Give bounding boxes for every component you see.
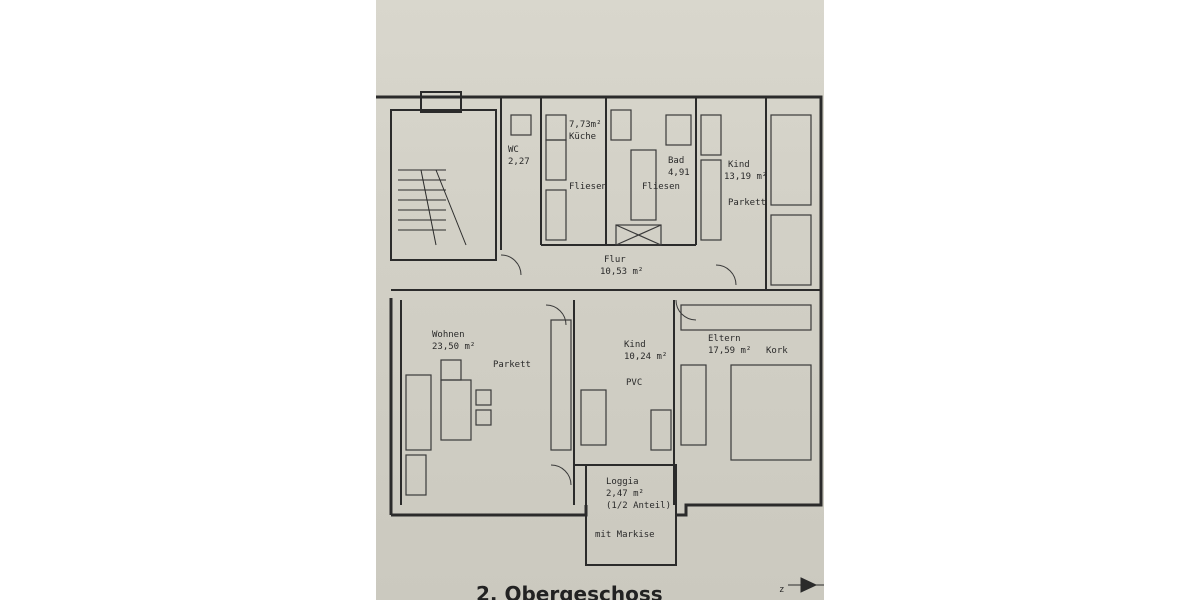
furniture	[405, 109, 812, 496]
room-kind-mid-floor: PVC	[626, 378, 643, 388]
room-eltern-area: 17,59 m²	[708, 346, 752, 356]
room-flur-area: 10,53 m²	[600, 267, 644, 277]
room-kind-mid-area: 10,24 m²	[624, 352, 668, 362]
room-kueche-area: 7,73m²	[569, 120, 602, 130]
room-eltern-floor: Kork	[766, 346, 788, 356]
room-kueche-floor: Fliesen	[569, 182, 607, 192]
outer-wall-bottom	[391, 505, 588, 517]
room-bad-floor: Fliesen	[642, 182, 680, 192]
room-wohnen-area: 23,50 m²	[432, 342, 476, 352]
room-kueche-name: Küche	[569, 132, 597, 142]
floor-plan-sheet: WC 2,27 7,73m² Küche Fliesen Bad 4,91 Fl…	[376, 0, 824, 600]
room-loggia-note: (1/2 Anteil)	[606, 501, 672, 511]
compass-arrow	[788, 577, 824, 593]
room-loggia-extra: mit Markise	[595, 530, 655, 540]
room-loggia-area: 2,47 m²	[606, 489, 644, 499]
room-flur-name: Flur	[604, 255, 626, 265]
outer-wall	[376, 95, 823, 517]
stair-top	[420, 91, 462, 113]
room-wohnen-name: Wohnen	[432, 330, 465, 340]
room-loggia-name: Loggia	[606, 477, 639, 487]
floor-plan-drawing	[376, 91, 824, 593]
room-eltern-name: Eltern	[708, 334, 741, 344]
room-kind-top-area: 13,19 m²	[724, 172, 768, 182]
floor-title: 2. Obergeschoss	[476, 582, 663, 600]
room-wohnen-floor: Parkett	[493, 360, 531, 370]
room-wc-area: 2,27	[508, 157, 530, 167]
room-wc-name: WC	[508, 145, 519, 155]
doors	[500, 254, 737, 486]
room-bad-name: Bad	[668, 156, 685, 166]
room-kind-top-name: Kind	[728, 160, 750, 170]
stair-block	[390, 109, 497, 261]
stairs	[398, 169, 467, 246]
room-kind-top-floor: Parkett	[728, 198, 766, 208]
room-bad-area: 4,91	[668, 168, 690, 178]
compass-label: z	[779, 585, 785, 595]
room-kind-mid-name: Kind	[624, 340, 646, 350]
